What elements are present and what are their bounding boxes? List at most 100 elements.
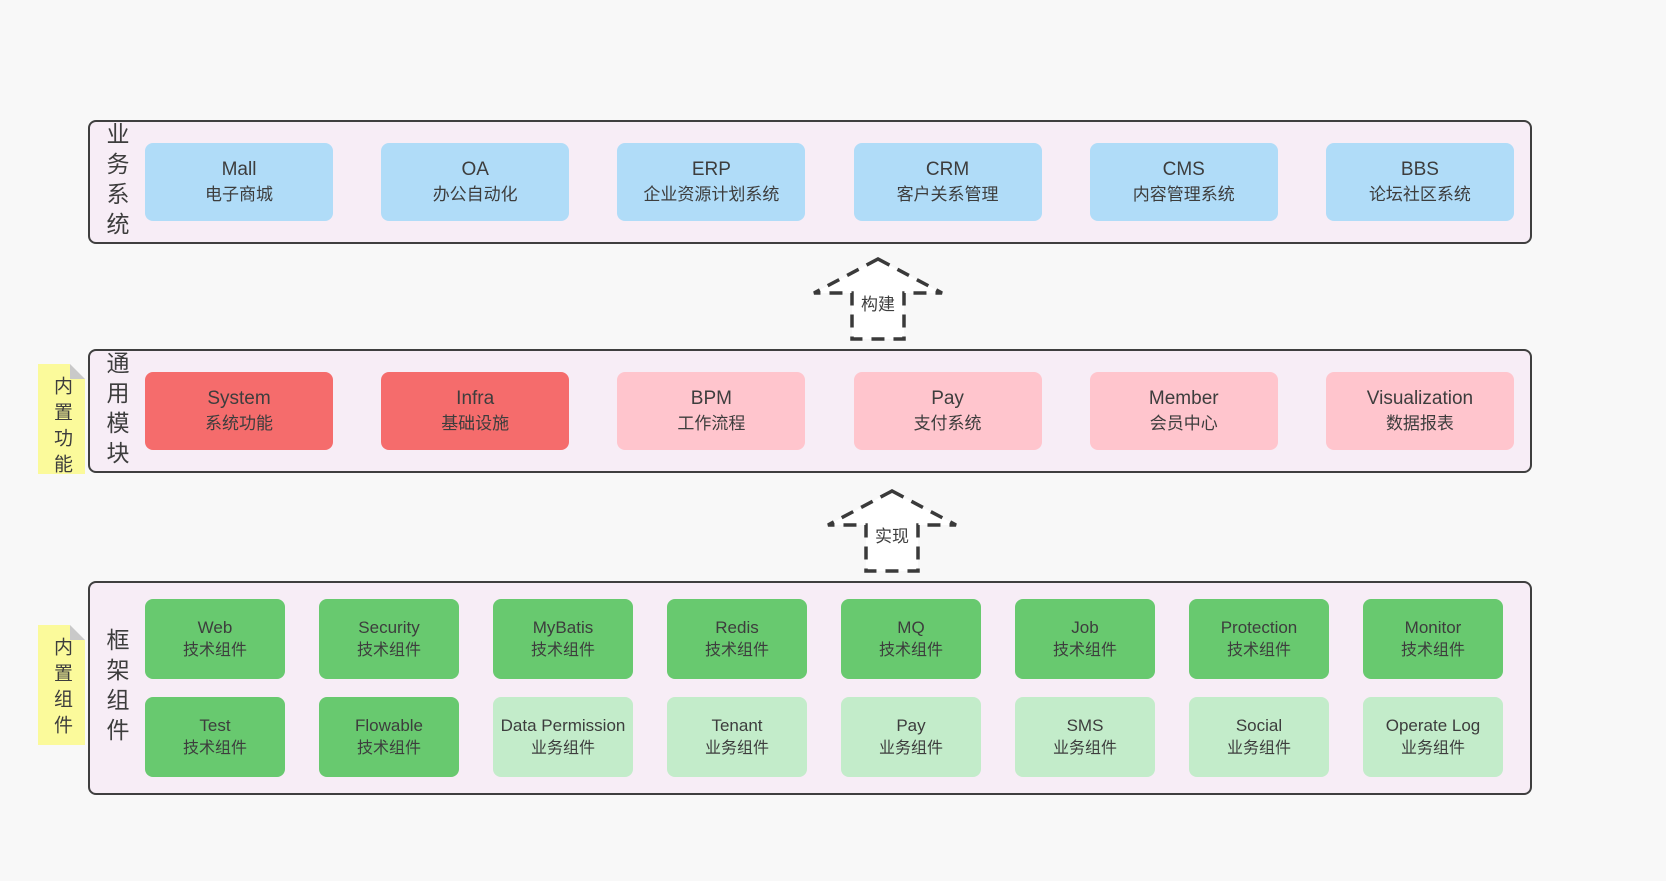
modules-box-row: System 系统功能 Infra 基础设施 BPM 工作流程 Pay 支付系统… (90, 351, 1530, 471)
box-oa: OA 办公自动化 (381, 143, 570, 221)
panel-common-modules: 通用模块 System 系统功能 Infra 基础设施 BPM 工作流程 Pay… (88, 349, 1532, 473)
components-grid: Web 技术组件 Security 技术组件 MyBatis 技术组件 Redi… (90, 583, 1530, 793)
box-web: Web 技术组件 (145, 599, 285, 679)
box-erp: ERP 企业资源计划系统 (617, 143, 806, 221)
components-row-2: Test 技术组件 Flowable 技术组件 Data Permission … (90, 697, 1530, 777)
box-subtitle: 电子商城 (205, 185, 273, 205)
box-member: Member 会员中心 (1089, 372, 1278, 450)
box-title: BBS (1400, 158, 1439, 180)
box-data-permission: Data Permission 业务组件 (493, 697, 633, 777)
box-bpm: BPM 工作流程 (617, 372, 806, 450)
box-social: Social 业务组件 (1189, 697, 1329, 777)
box-title: Pay (931, 387, 964, 409)
box-subtitle: 客户关系管理 (896, 185, 999, 205)
box-title: Monitor (1404, 617, 1462, 637)
box-subtitle: 技术组件 (1400, 641, 1465, 659)
box-subtitle: 技术组件 (356, 641, 421, 659)
box-title: SMS (1066, 715, 1104, 735)
sticky-note-text: 内置功能 (51, 376, 72, 480)
box-crm: CRM 客户关系管理 (853, 143, 1042, 221)
box-title: CRM (925, 158, 970, 180)
box-subtitle: 数据报表 (1385, 414, 1454, 434)
components-row-1: Web 技术组件 Security 技术组件 MyBatis 技术组件 Redi… (90, 599, 1530, 679)
box-subtitle: 业务组件 (1226, 739, 1291, 757)
box-monitor: Monitor 技术组件 (1363, 599, 1503, 679)
sticky-note-builtin-features: 内置功能 (38, 364, 85, 480)
box-tenant: Tenant 业务组件 (667, 697, 807, 777)
box-subtitle: 办公自动化 (432, 185, 518, 205)
box-redis: Redis 技术组件 (667, 599, 807, 679)
box-subtitle: 业务组件 (878, 739, 943, 757)
box-subtitle: 技术组件 (182, 739, 247, 757)
box-subtitle: 技术组件 (704, 641, 769, 659)
box-subtitle: 工作流程 (677, 414, 746, 434)
panel-business-systems: 业务系统 Mall 电子商城 OA 办公自动化 ERP 企业资源计划系统 CRM… (88, 120, 1532, 244)
box-sms: SMS 业务组件 (1015, 697, 1155, 777)
box-flowable: Flowable 技术组件 (319, 697, 459, 777)
box-subtitle: 企业资源计划系统 (643, 185, 780, 205)
box-title: Mall (221, 158, 257, 180)
box-title: Data Permission (500, 715, 626, 735)
box-title: MQ (897, 617, 925, 637)
box-title: Operate Log (1385, 715, 1481, 735)
sticky-note-builtin-components: 内置组件 (38, 625, 85, 745)
box-subtitle: 业务组件 (1400, 739, 1465, 757)
box-subtitle: 技术组件 (1226, 641, 1291, 659)
box-title: Security (358, 617, 420, 637)
box-subtitle: 技术组件 (878, 641, 943, 659)
box-subtitle: 技术组件 (530, 641, 595, 659)
box-title: Infra (456, 387, 495, 409)
box-mybatis: MyBatis 技术组件 (493, 599, 633, 679)
box-mq: MQ 技术组件 (841, 599, 981, 679)
sticky-note-text: 内置组件 (51, 637, 72, 741)
box-subtitle: 业务组件 (704, 739, 769, 757)
box-subtitle: 技术组件 (356, 739, 421, 757)
box-job: Job 技术组件 (1015, 599, 1155, 679)
box-title: Visualization (1366, 387, 1474, 409)
box-subtitle: 会员中心 (1149, 414, 1218, 434)
box-subtitle: 业务组件 (1052, 739, 1117, 757)
panel-label-business-systems: 业务系统 (103, 122, 129, 242)
box-test: Test 技术组件 (145, 697, 285, 777)
arrow-label: 实现 (870, 521, 914, 548)
box-infra: Infra 基础设施 (381, 372, 570, 450)
box-title: Flowable (354, 715, 424, 735)
business-box-row: Mall 电子商城 OA 办公自动化 ERP 企业资源计划系统 CRM 客户关系… (90, 122, 1530, 242)
box-subtitle: 内容管理系统 (1132, 185, 1235, 205)
box-title: BPM (690, 387, 732, 409)
box-subtitle: 系统功能 (205, 414, 273, 434)
box-subtitle: 业务组件 (530, 739, 595, 757)
box-title: CMS (1162, 158, 1205, 180)
panel-framework-components: 框架组件 Web 技术组件 Security 技术组件 MyBatis 技术组件… (88, 581, 1532, 795)
box-pay-component: Pay 业务组件 (841, 697, 981, 777)
arrow-build: 构建 (812, 257, 944, 341)
box-subtitle: 技术组件 (1052, 641, 1117, 659)
box-title: Job (1071, 617, 1099, 637)
arrow-implement: 实现 (826, 489, 958, 573)
box-subtitle: 论坛社区系统 (1368, 185, 1471, 205)
panel-label-common-modules: 通用模块 (103, 351, 129, 471)
box-visualization: Visualization 数据报表 (1325, 372, 1514, 450)
box-bbs: BBS 论坛社区系统 (1325, 143, 1514, 221)
box-system: System 系统功能 (145, 372, 333, 450)
box-title: Redis (715, 617, 759, 637)
box-title: Web (197, 617, 233, 637)
arrow-label: 构建 (856, 289, 900, 316)
box-pay: Pay 支付系统 (853, 372, 1042, 450)
box-title: Member (1148, 387, 1219, 409)
box-security: Security 技术组件 (319, 599, 459, 679)
box-title: Protection (1220, 617, 1298, 637)
box-title: Test (199, 715, 231, 735)
box-mall: Mall 电子商城 (145, 143, 333, 221)
box-title: System (207, 387, 271, 409)
box-title: Social (1235, 715, 1283, 735)
box-title: MyBatis (532, 617, 594, 637)
box-title: Pay (896, 715, 926, 735)
box-title: OA (461, 158, 489, 180)
box-protection: Protection 技术组件 (1189, 599, 1329, 679)
box-subtitle: 技术组件 (182, 641, 247, 659)
box-title: Tenant (711, 715, 763, 735)
box-operate-log: Operate Log 业务组件 (1363, 697, 1503, 777)
box-subtitle: 支付系统 (913, 414, 982, 434)
